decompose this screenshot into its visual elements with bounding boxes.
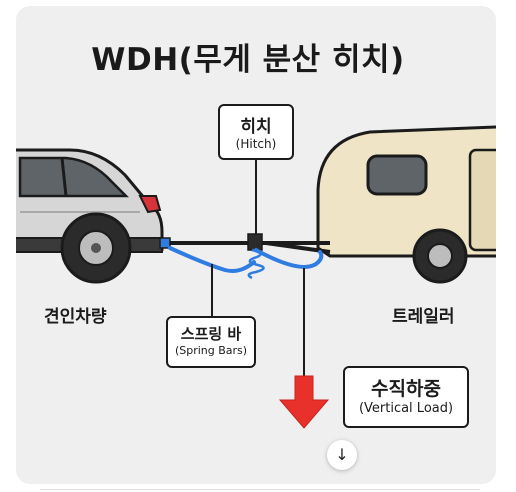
spring-label-ko: 스프링 바 — [180, 325, 242, 343]
vertical-load-label-ko: 수직하중 — [371, 378, 441, 400]
hitch-label-ko: 히치 — [240, 117, 272, 137]
vertical-load-arrow — [278, 375, 330, 429]
spring-bar-right — [254, 248, 324, 269]
spring-bar-left — [168, 246, 256, 273]
divider — [40, 489, 480, 490]
receiver-block — [159, 237, 171, 249]
hitch-head — [247, 233, 263, 251]
arrow-down-icon: ↓ — [335, 445, 349, 464]
tow-vehicle-illustration — [16, 148, 164, 284]
scroll-down-button[interactable]: ↓ — [327, 440, 357, 470]
trailer-illustration — [316, 125, 496, 284]
vertical-load-label-en: (Vertical Load) — [358, 401, 454, 416]
diagram-illustration — [16, 125, 496, 429]
trailer-label: 트레일러 — [392, 307, 455, 327]
diagram-card — [16, 6, 496, 484]
spring-coil — [247, 248, 265, 280]
spring-label-box: 스프링 바 (Spring Bars) — [166, 316, 256, 368]
vertical-load-label-box: 수직하중 (Vertical Load) — [343, 366, 469, 428]
spring-label-en: (Spring Bars) — [174, 344, 248, 357]
hitch-label-box: 히치 (Hitch) — [218, 104, 294, 160]
tow-vehicle-label: 견인차량 — [44, 307, 107, 327]
hitch-label-en: (Hitch) — [235, 137, 277, 151]
diagram-title: WDH(무게 분산 히치) — [91, 42, 405, 78]
